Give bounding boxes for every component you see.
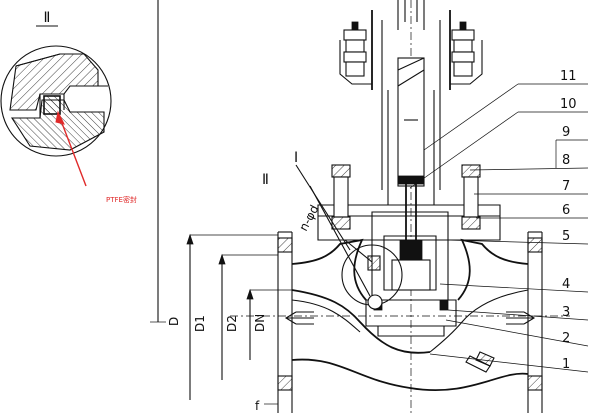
section-mark-one: Ⅰ: [294, 150, 298, 166]
callout-3: 3: [562, 305, 570, 320]
section-circle-two: [367, 294, 383, 310]
ptfe-seal: [43, 95, 61, 115]
callout-9: 9: [562, 125, 570, 140]
callout-7: 7: [562, 179, 570, 194]
flow-arrow-right: [506, 311, 536, 325]
flow-arrow-left: [284, 311, 314, 325]
dimension-lines: [150, 0, 292, 405]
ptfe-note: PTFE密封: [106, 195, 137, 204]
callout-5: 5: [562, 229, 570, 244]
dim-f: f: [255, 399, 260, 413]
detail-circle: [0, 45, 112, 157]
callout-10: 10: [560, 97, 577, 112]
dim-d2: D2: [225, 315, 239, 332]
body-flange: [317, 164, 501, 301]
dim-d: D: [167, 317, 181, 326]
detail-view: Ⅱ PTFE密封: [0, 10, 137, 204]
callout-leaders: [409, 83, 589, 373]
detail-label: Ⅱ: [44, 10, 51, 26]
note-arrow: [59, 117, 87, 187]
callout-11: 11: [560, 69, 577, 84]
callout-8: 8: [562, 153, 570, 168]
dim-d1: D1: [193, 315, 207, 332]
bonnet-assembly: [339, 0, 483, 205]
section-mark-two: Ⅱ: [262, 172, 269, 188]
valve-body: [277, 231, 543, 413]
callout-2: 2: [562, 331, 570, 346]
dim-dn: DN: [253, 314, 267, 332]
callout-1: 1: [562, 357, 570, 372]
callout-4: 4: [562, 277, 570, 292]
callout-6: 6: [562, 203, 570, 218]
